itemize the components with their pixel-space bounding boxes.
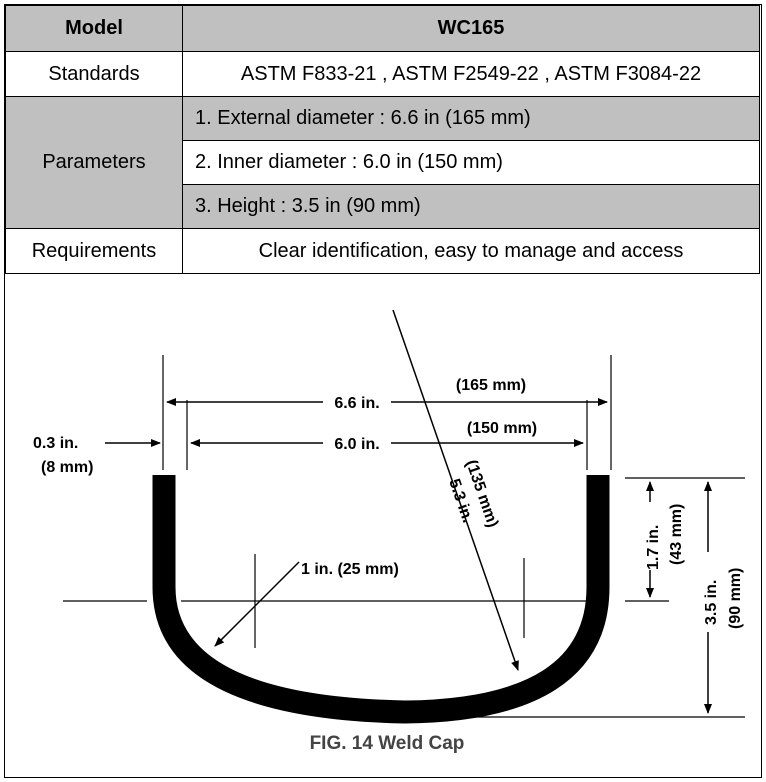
requirements-label: Requirements [5,228,183,274]
model-label: Model [5,5,183,52]
external-dim-in: 6.6 in. [334,395,379,412]
parameter-row: 3. Height : 3.5 in (90 mm) [6,184,760,229]
spec-sheet: Model WC165 Standards ASTM F833-21 , AST… [4,4,762,778]
header-row: Model WC165 [5,5,760,52]
height-dim-in: 3.5 in. [703,580,720,625]
weld-cap-figure: 6.6 in. (165 mm) 6.0 in. (150 mm) 0.3 in… [5,282,760,776]
inner-dim-in: 6.0 in. [334,436,379,453]
wall-dim-mm: (8 mm) [41,459,93,476]
straight-dim-in: 1.7 in. [645,525,662,570]
wall-dim-in: 0.3 in. [33,435,78,452]
standards-value: ASTM F833-21 , ASTM F2549-22 , ASTM F308… [182,51,760,97]
requirements-value: Clear identification, easy to manage and… [182,228,760,274]
inner-dim-mm: (150 mm) [467,420,537,437]
spec-table: Model WC165 Standards ASTM F833-21 , AST… [5,5,760,274]
knuckle-label: 1 in. (25 mm) [301,561,399,578]
weld-cap-drawing: 6.6 in. (165 mm) 6.0 in. (150 mm) 0.3 in… [33,309,745,754]
parameter-row: Parameters 1. External diameter : 6.6 in… [5,96,760,229]
knuckle-leader [214,561,300,647]
standards-row: Standards ASTM F833-21 , ASTM F2549-22 ,… [5,51,760,97]
cap-profile [152,475,610,724]
radius-line [392,309,519,671]
standards-label: Standards [5,51,183,97]
figure-caption: FIG. 14 Weld Cap [310,733,465,754]
external-dim-mm: (165 mm) [456,377,526,394]
parameters-label: Parameters [5,96,183,229]
model-value: WC165 [182,5,760,52]
straight-dim-mm: (43 mm) [668,504,685,565]
parameter-item: 1. External diameter : 6.6 in (165 mm) [182,96,760,141]
parameter-item: 3. Height : 3.5 in (90 mm) [182,184,760,229]
requirements-row: Requirements Clear identification, easy … [5,228,760,274]
parameter-row: 2. Inner diameter : 6.0 in (150 mm) [6,140,760,185]
height-dim-mm: (90 mm) [727,568,744,629]
parameter-item: 2. Inner diameter : 6.0 in (150 mm) [182,140,760,185]
